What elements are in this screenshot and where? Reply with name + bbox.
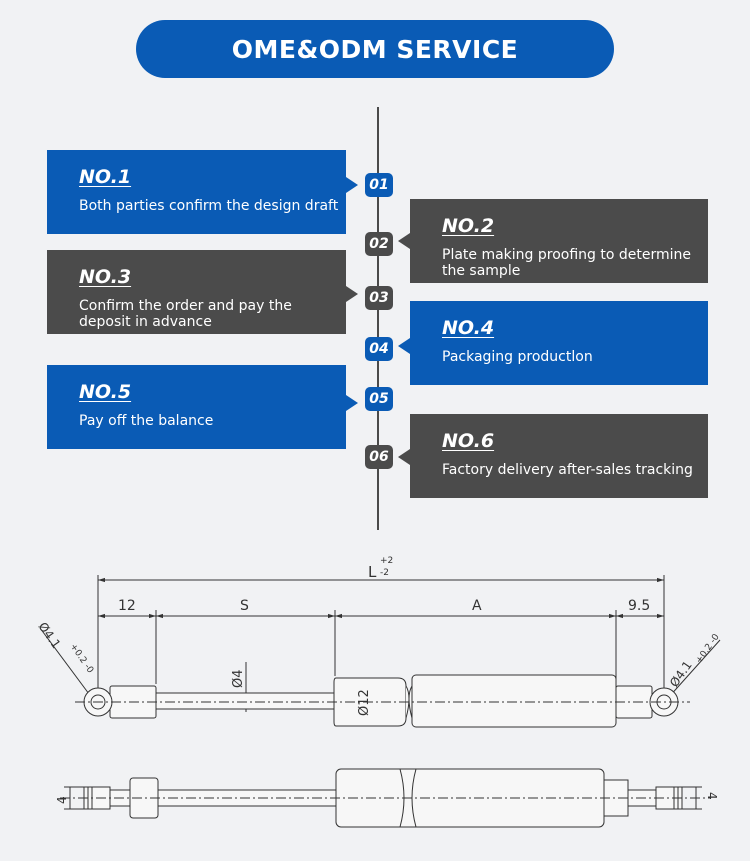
right-thread-dimension: 4: [705, 792, 719, 800]
step-description: Both parties confirm the design draft: [79, 198, 339, 214]
step-description: Pay off the balance: [79, 413, 214, 429]
badge-text: 04: [369, 341, 389, 357]
badge-text: 06: [369, 449, 389, 465]
step-card-2: NO.2 Plate making proofing to determine …: [410, 199, 708, 283]
page-title-text: OME&ODM SERVICE: [231, 34, 519, 64]
badge-text: 01: [369, 177, 389, 193]
step-card-1: NO.1 Both parties confirm the design dra…: [47, 150, 346, 234]
body-diameter-label: Ø12: [357, 689, 372, 716]
step-description: Factory delivery after-sales tracking: [442, 462, 693, 478]
step-description: Packaging productlon: [442, 349, 593, 365]
step-number: NO.1: [79, 166, 132, 188]
step-badge-1: 01: [365, 173, 393, 197]
badge-text: 05: [369, 391, 389, 407]
right-eye-tolerance: +0.2 -0: [694, 632, 722, 666]
step-card-4: NO.4 Packaging productlon: [410, 301, 708, 385]
left-eye-diameter: Ø4.1: [36, 620, 64, 651]
right-end-dimension: 9.5: [628, 598, 650, 614]
gas-spring-drawing: L +2 -2 12 S A 9.5 Ø4 Ø12 Ø4.1 +0.2 -0 Ø…: [36, 556, 722, 828]
step-badge-3: 03: [365, 286, 393, 310]
step-pointer: [346, 286, 358, 302]
step-number: NO.6: [442, 430, 495, 452]
step-badge-6: 06: [365, 445, 393, 469]
step-pointer: [398, 233, 410, 249]
step-card-5: NO.5 Pay off the balance: [47, 365, 346, 449]
badge-text: 02: [369, 236, 389, 252]
step-number: NO.5: [79, 381, 132, 403]
step-card-3: NO.3 Confirm the order and pay the depos…: [47, 250, 346, 334]
step-badge-5: 05: [365, 387, 393, 411]
overall-length-label: L: [368, 563, 377, 581]
left-end-dimension: 12: [118, 598, 136, 614]
step-number: NO.4: [442, 317, 495, 339]
step-description: Confirm the order and pay the deposit in…: [79, 298, 292, 330]
step-card-6: NO.6 Factory delivery after-sales tracki…: [410, 414, 708, 498]
right-eye-diameter: Ø4.1: [667, 658, 695, 689]
page-title: OME&ODM SERVICE: [136, 20, 614, 78]
timeline-line: [377, 107, 379, 530]
body-dimension: A: [472, 598, 482, 614]
step-badge-4: 04: [365, 337, 393, 361]
step-pointer: [398, 449, 410, 465]
rod-diameter-label: Ø4: [231, 669, 246, 688]
step-pointer: [346, 395, 358, 411]
step-description: Plate making proofing to determine the s…: [442, 247, 692, 279]
step-number: NO.2: [442, 215, 495, 237]
step-badge-2: 02: [365, 232, 393, 256]
badge-text: 03: [369, 290, 389, 306]
overall-tolerance-lower: -2: [380, 568, 389, 578]
step-pointer: [398, 338, 410, 354]
stroke-dimension: S: [240, 598, 249, 614]
overall-tolerance-upper: +2: [380, 556, 393, 566]
gas-spring-side-view: [75, 674, 690, 728]
gas-spring-top-view: [60, 768, 710, 828]
left-thread-dimension: 4: [55, 796, 69, 804]
step-pointer: [346, 177, 358, 193]
step-number: NO.3: [79, 266, 132, 288]
dimension-lines: [39, 575, 721, 712]
thread-dimension-lines: [64, 786, 702, 810]
